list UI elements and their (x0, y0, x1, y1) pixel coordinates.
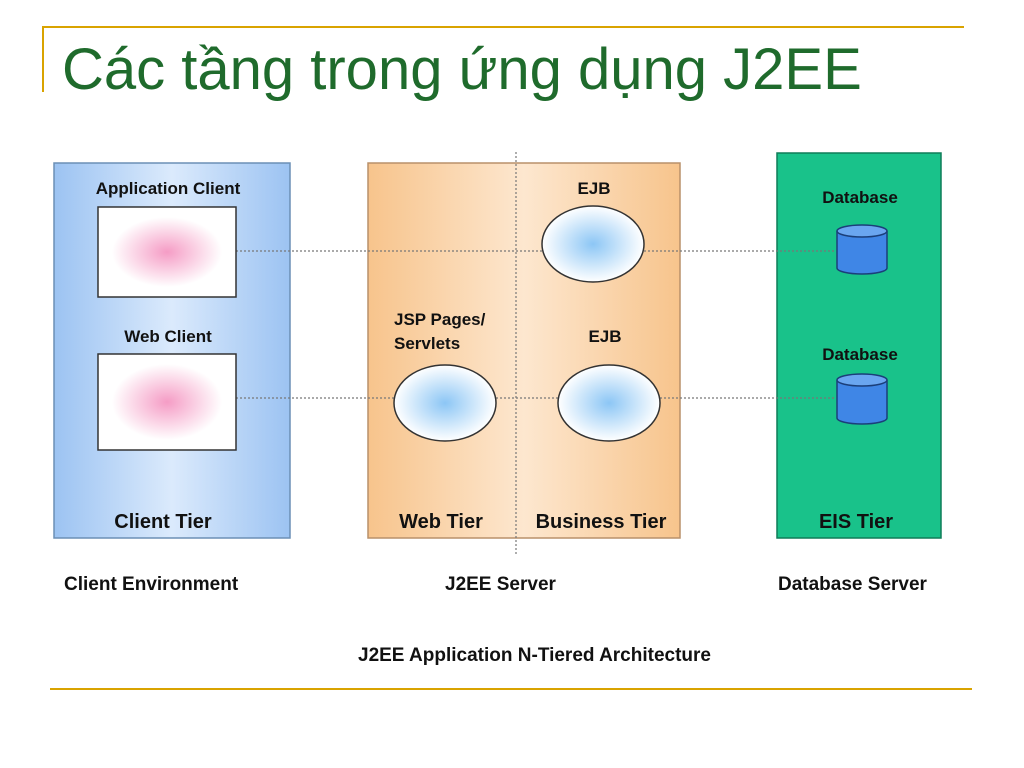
j2ee-server-label: J2EE Server (445, 574, 557, 595)
application-client-label: Application Client (96, 179, 241, 198)
application-client-screen (112, 217, 222, 287)
ejb-bottom-ellipse (557, 364, 661, 442)
web-tier-label: Web Tier (399, 511, 483, 533)
slide-title: Các tầng trong ứng dụng J2EE (62, 37, 862, 102)
web-client-label: Web Client (124, 327, 212, 346)
jsp-servlets-ellipse (393, 364, 497, 442)
eis-tier-label: EIS Tier (819, 511, 893, 533)
ejb-top-ellipse (541, 205, 645, 283)
database-top-label: Database (822, 188, 898, 207)
database-top-icon (836, 224, 888, 275)
database-bottom-icon (836, 373, 888, 425)
ejb-bottom-label: EJB (588, 327, 621, 346)
client-environment-label: Client Environment (64, 574, 239, 595)
eis-tier-panel (776, 152, 942, 539)
jsp-pages-label-line1: JSP Pages/ (394, 310, 486, 329)
ejb-top-label: EJB (577, 179, 610, 198)
database-bottom-label: Database (822, 345, 898, 364)
accent-top-line (42, 26, 964, 28)
accent-vertical-line (42, 26, 44, 92)
web-client-screen (112, 364, 222, 440)
accent-bottom-line (50, 688, 972, 690)
business-tier-label: Business Tier (536, 511, 667, 533)
database-server-label: Database Server (778, 574, 928, 595)
diagram-caption: J2EE Application N-Tiered Architecture (358, 645, 711, 666)
servlets-label-line2: Servlets (394, 334, 460, 353)
client-tier-label: Client Tier (114, 511, 212, 533)
